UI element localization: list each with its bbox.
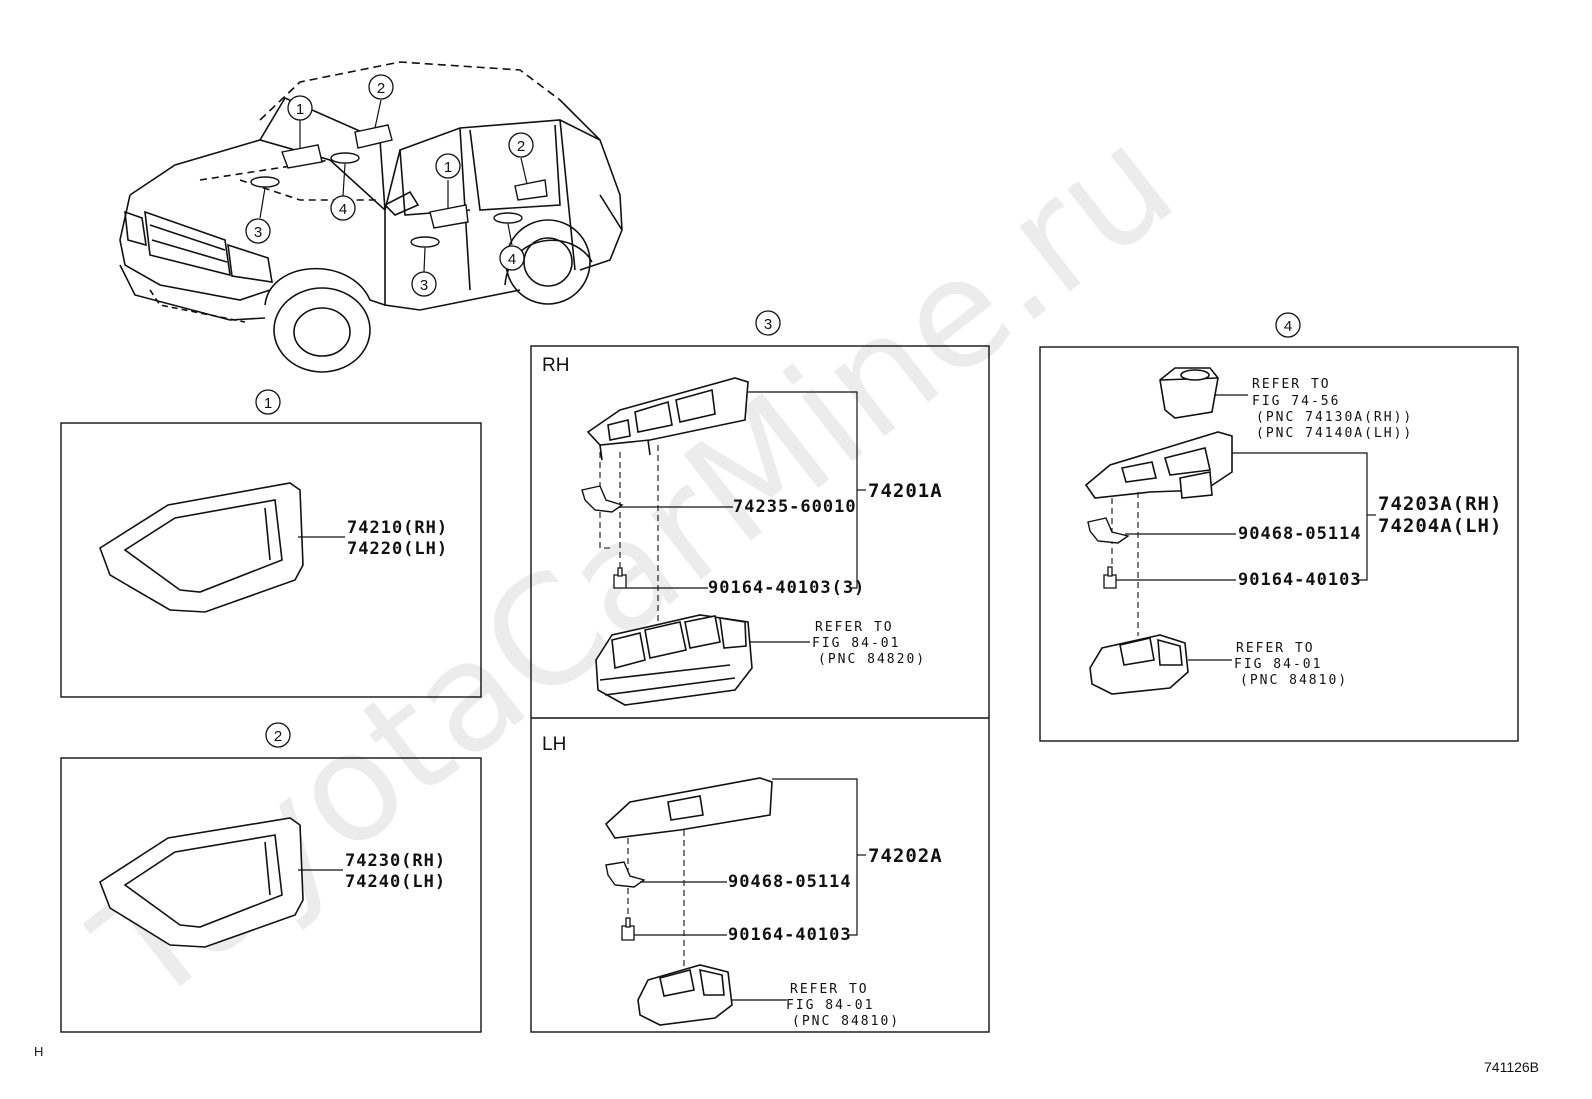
section-4-callout-circle xyxy=(1275,312,1301,338)
panel-4-leaders xyxy=(1116,452,1376,661)
panel-3-lh-label: LH xyxy=(542,734,566,755)
panel-3-rh-screw-part: 90164-40103(3) xyxy=(708,578,865,598)
rh-leaders xyxy=(620,391,866,643)
panel-2-part-rh: 74230(RH) xyxy=(345,851,446,871)
panel-4-screw xyxy=(1103,566,1117,589)
section-2-callout-circle xyxy=(265,722,291,748)
panel-4-ref-line1: REFER TO xyxy=(1236,641,1315,656)
panel-4-ref-line2: FIG 84-01 xyxy=(1234,657,1322,672)
vehicle-callout-circle xyxy=(499,245,525,271)
panel-4-assembly-rh: 74203A(RH) xyxy=(1378,493,1502,515)
section-4-callout-number: 4 xyxy=(1284,318,1292,335)
panel-4-dashed-guides xyxy=(1111,492,1139,636)
vehicle-callout-circle xyxy=(435,153,461,179)
panel-4-top-ref-line3: (PNC 74130A(RH)) xyxy=(1256,410,1413,425)
assist-grip-bezel-1 xyxy=(99,482,304,613)
vehicle-callout-circle xyxy=(508,132,534,158)
section-2-callout-number: 2 xyxy=(274,728,282,745)
panel-3-rh-ref-line2: FIG 84-01 xyxy=(812,636,900,651)
vehicle-callout-number: 1 xyxy=(444,159,452,176)
vehicle-callout-number: 3 xyxy=(420,277,428,294)
panel-4-top-ref-line4: (PNC 74140A(LH)) xyxy=(1256,426,1413,441)
panel-4-top-ref-line2: FIG 74-56 xyxy=(1252,394,1340,409)
lh-dashed-guides xyxy=(627,830,685,968)
panel-3-rh-label: RH xyxy=(542,355,569,376)
panel-3-rh-ref-line1: REFER TO xyxy=(815,620,894,635)
figure-code: 741126B xyxy=(1484,1059,1539,1075)
panel-4-assembly-lh: 74204A(LH) xyxy=(1378,515,1502,537)
panel-4-clip-part: 90468-05114 xyxy=(1238,524,1362,544)
panel-3-lh-screw-part: 90164-40103 xyxy=(728,925,852,945)
vehicle-callouts xyxy=(259,99,528,273)
panel-1-frame xyxy=(60,422,482,698)
vehicle-callout-number: 4 xyxy=(339,201,347,218)
panel-3-rh-clip-part: 74235-60010 xyxy=(733,497,857,517)
corner-mark: H xyxy=(34,1044,43,1059)
vehicle-callout-number: 4 xyxy=(508,251,516,268)
rh-dashed-guides xyxy=(599,445,659,625)
panel-3-lh-clip-part: 90468-05114 xyxy=(728,872,852,892)
panel-3-lh-ref-line1: REFER TO xyxy=(790,982,869,997)
panel-3-lh-assembly: 74202A xyxy=(868,845,943,867)
panel-4-frame xyxy=(1039,346,1519,742)
vehicle-callout-circle xyxy=(245,218,271,244)
vehicle-callout-circle xyxy=(287,95,313,121)
panel-4-top-ref-line1: REFER TO xyxy=(1252,377,1331,392)
panel-4-window-switch xyxy=(1089,634,1189,695)
section-3-callout-number: 3 xyxy=(764,316,772,333)
vehicle-callout-circle xyxy=(330,195,356,221)
section-1-callout-number: 1 xyxy=(264,395,272,412)
section-1-callout-circle xyxy=(255,389,281,415)
panel-2-part-lh: 74240(LH) xyxy=(345,872,446,892)
panel-1-part-rh: 74210(RH) xyxy=(347,518,448,538)
vehicle-part-markers xyxy=(250,124,548,248)
lh-screw xyxy=(621,917,635,941)
vehicle-illustration xyxy=(119,61,623,373)
rh-switch-base-panel xyxy=(586,377,749,461)
panel-4-switch-base-panel xyxy=(1084,431,1233,499)
rh-clip xyxy=(581,485,624,513)
panel-3-frame xyxy=(530,345,990,1033)
vehicle-callout-circle xyxy=(368,74,394,100)
vehicle-callout-number: 1 xyxy=(296,101,304,118)
vehicle-callout-number: 3 xyxy=(254,224,262,241)
lh-leaders xyxy=(634,778,866,1001)
panel-4-cup-holder xyxy=(1159,367,1219,419)
vehicle-callout-circle xyxy=(411,271,437,297)
lh-window-switch xyxy=(637,964,733,1026)
rh-master-switch xyxy=(595,614,753,706)
panel-4-screw-part: 90164-40103 xyxy=(1238,570,1362,590)
panel-4-ref-line3: (PNC 84810) xyxy=(1240,673,1348,688)
panel-2-frame xyxy=(60,757,482,1033)
vehicle-callout-circles: 1 2 1 2 3 4 3 4 xyxy=(245,74,534,297)
panel-3-rh-ref-line3: (PNC 84820) xyxy=(818,652,926,667)
lh-switch-base-panel xyxy=(604,777,773,839)
assist-grip-bezel-2 xyxy=(99,817,304,948)
panel-3-lh-ref-line2: FIG 84-01 xyxy=(786,998,874,1013)
vehicle-callout-number: 2 xyxy=(517,138,525,155)
panel-3-rh-assembly: 74201A xyxy=(868,480,943,502)
lh-clip xyxy=(605,861,646,888)
panel-3-lh-ref-line3: (PNC 84810) xyxy=(792,1014,900,1029)
vehicle-callout-number: 2 xyxy=(377,80,385,97)
panel-4-clip xyxy=(1087,517,1130,544)
panel-1-part-lh: 74220(LH) xyxy=(347,539,448,559)
section-3-callout-circle xyxy=(755,310,781,336)
